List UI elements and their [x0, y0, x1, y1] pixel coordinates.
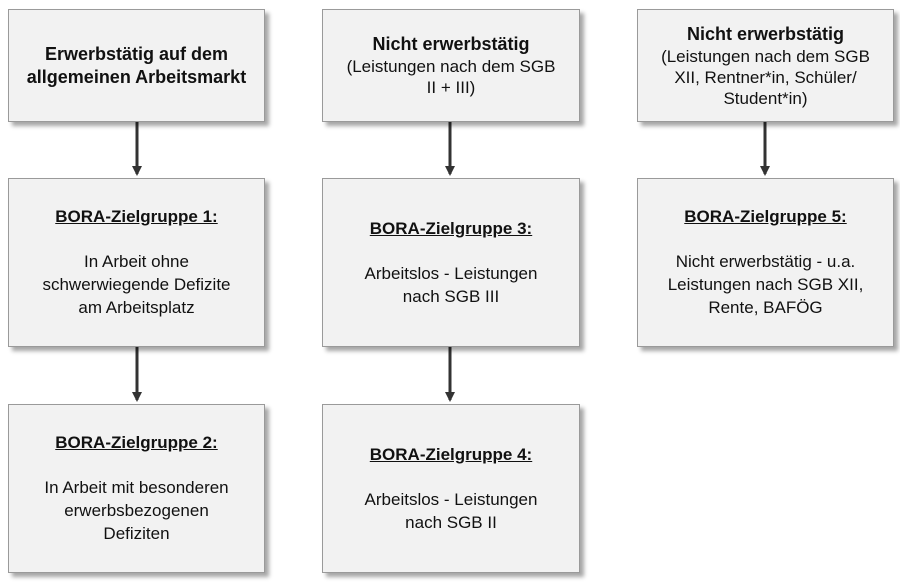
header-title-line: allgemeinen Arbeitsmarkt [26, 66, 247, 87]
group-text-line: In Arbeit mit besonderen [44, 478, 229, 497]
header-box-nicht-erwerbstaetig-sgb-2-3: Nicht erwerbstätig (Leistungen nach dem … [322, 9, 580, 122]
header-sub-line: XII, Rentner*in, Schüler/ [674, 67, 857, 87]
group-box-zielgruppe-1: BORA-Zielgruppe 1: In Arbeit ohne schwer… [8, 178, 265, 347]
group-text-line: schwerwiegende Defizite [42, 275, 231, 294]
group-text-line: erwerbsbezogenen [64, 501, 209, 520]
header-title-line: Nicht erwerbstätig [686, 23, 845, 44]
group-text-line: nach SGB III [402, 286, 500, 306]
header-box-erwerbstaetig: Erwerbstätig auf dem allgemeinen Arbeits… [8, 9, 265, 122]
group-text-line: Leistungen nach SGB XII, [667, 275, 864, 294]
group-box-zielgruppe-3: BORA-Zielgruppe 3: Arbeitslos - Leistung… [322, 178, 580, 347]
group-title: BORA-Zielgruppe 2: [55, 433, 218, 452]
group-box-zielgruppe-4: BORA-Zielgruppe 4: Arbeitslos - Leistung… [322, 404, 580, 573]
group-title: BORA-Zielgruppe 1: [55, 207, 218, 226]
group-text-line: am Arbeitsplatz [78, 298, 195, 317]
header-sub-line: II + III) [426, 78, 476, 97]
group-title: BORA-Zielgruppe 5: [684, 207, 847, 226]
group-text-line: Arbeitslos - Leistungen [364, 489, 538, 509]
group-text-line: Rente, BAFÖG [708, 298, 823, 317]
group-box-zielgruppe-5: BORA-Zielgruppe 5: Nicht erwerbstätig - … [637, 178, 894, 347]
header-sub-line: (Leistungen nach dem SGB [661, 46, 870, 66]
header-box-nicht-erwerbstaetig-sgb-12: Nicht erwerbstätig (Leistungen nach dem … [637, 9, 894, 122]
header-title-line: Erwerbstätig auf dem [44, 43, 229, 64]
group-title: BORA-Zielgruppe 4: [369, 444, 533, 464]
group-box-zielgruppe-2: BORA-Zielgruppe 2: In Arbeit mit besonde… [8, 404, 265, 573]
header-title-line: Nicht erwerbstätig [372, 34, 530, 54]
group-text-line: Nicht erwerbstätig - u.a. [675, 252, 856, 271]
header-sub-line: (Leistungen nach dem SGB [346, 57, 556, 76]
group-text-line: nach SGB II [405, 512, 497, 532]
group-title: BORA-Zielgruppe 3: [369, 218, 533, 238]
group-text-line: In Arbeit ohne [84, 252, 189, 271]
group-text-line: Arbeitslos - Leistungen [364, 263, 538, 283]
header-sub-line: Student*in) [723, 88, 808, 108]
group-text-line: Defiziten [103, 524, 170, 543]
